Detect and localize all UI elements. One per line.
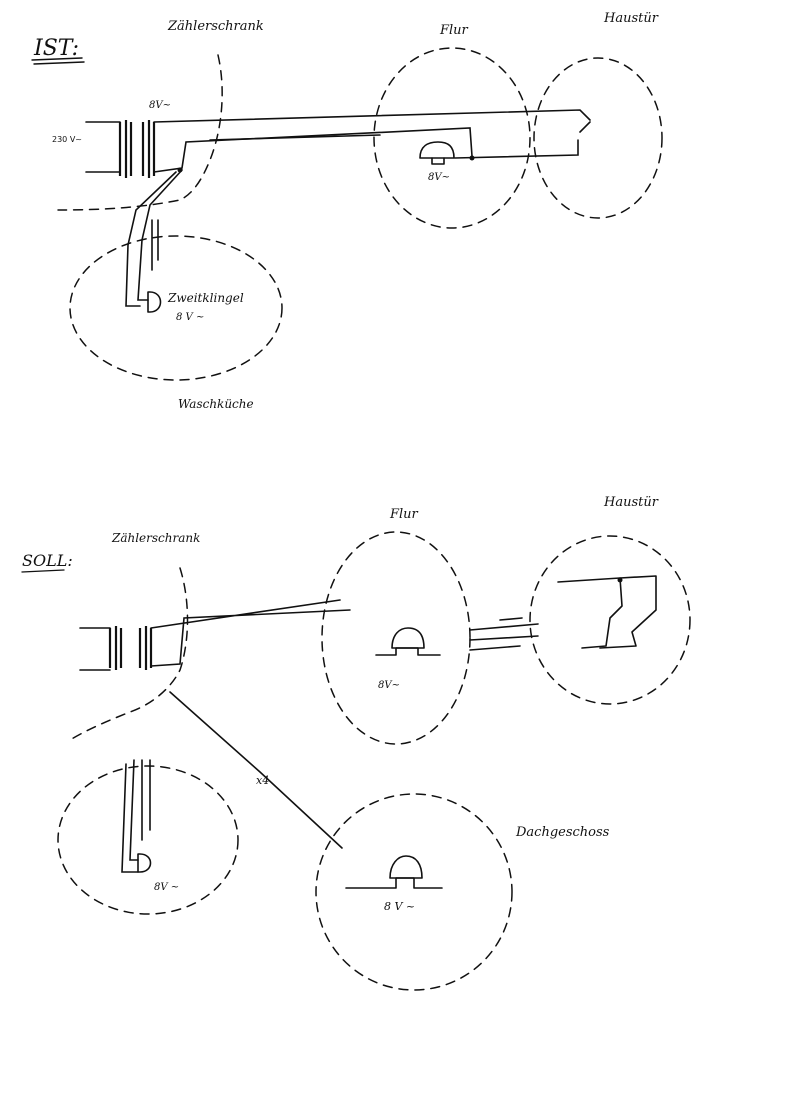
ist-heading-underline	[31, 57, 85, 65]
soll-laundry-bell-voltage-label: 8V ~	[154, 882, 179, 893]
ist-hall-bell-voltage-label: 8V~	[428, 172, 450, 183]
bell-icon	[147, 291, 162, 313]
ist-second-bell-voltage-label: 8 V ~	[176, 312, 204, 323]
soll-hallway-label: Flur	[389, 507, 419, 522]
ist-wire-to-laundry-b	[125, 171, 177, 307]
soll-cable-to-door	[469, 617, 539, 651]
ist-hallway-boundary	[373, 47, 531, 229]
bell-icon	[137, 853, 152, 873]
ist-section: IST: Zählerschrank 230 V~ 8V~ Flur 8V~ H…	[31, 11, 663, 411]
ist-secondary-wire-bottom	[153, 127, 473, 173]
bell-icon	[345, 855, 443, 889]
soll-section: SOLL: Zählerschrank Flur 8V~ Haustür	[21, 495, 691, 991]
soll-hall-bell-voltage-label: 8V~	[378, 680, 400, 691]
soll-meter-cabinet-label: Zählerschrank	[111, 531, 200, 545]
ist-laundry-label: Waschküche	[178, 397, 254, 411]
ist-secondary-voltage-label: 8V~	[149, 100, 171, 111]
soll-heading: SOLL:	[22, 551, 73, 570]
ist-laundry-boundary	[69, 235, 283, 381]
ist-hallway-label: Flur	[439, 23, 469, 38]
ist-second-bell-label: Zweitklingel	[167, 291, 244, 305]
ist-primary-voltage-label: 230 V~	[52, 135, 82, 144]
push-button-icon	[557, 575, 657, 649]
soll-primary-wires	[79, 627, 111, 671]
soll-front-door-label: Haustür	[603, 495, 659, 510]
soll-front-door-boundary	[529, 535, 691, 705]
ist-meter-cabinet-label: Zählerschrank	[167, 19, 264, 34]
ist-wire-to-door	[454, 139, 579, 159]
ist-primary-wires	[85, 121, 121, 173]
push-button-icon	[579, 121, 591, 133]
bell-icon	[375, 627, 441, 656]
soll-hallway-boundary	[321, 531, 471, 745]
bell-icon	[419, 141, 455, 165]
transformer-icon	[108, 626, 153, 670]
soll-meter-cabinet-boundary	[69, 567, 189, 741]
soll-new-cable-marking: x4	[256, 774, 269, 787]
ist-meter-cabinet-boundary	[57, 54, 223, 211]
ist-wire-mid	[209, 134, 381, 141]
ist-wire-to-laundry-c	[151, 219, 159, 271]
soll-attic-bell-voltage-label: 8 V ~	[384, 900, 415, 913]
soll-attic-boundary	[315, 793, 513, 991]
soll-heading-underline	[21, 569, 65, 573]
transformer-icon	[118, 120, 156, 178]
soll-attic-label: Dachgeschoss	[515, 825, 610, 840]
ist-front-door-label: Haustür	[603, 11, 659, 26]
soll-wires-to-laundry	[121, 759, 151, 873]
soll-laundry-boundary	[57, 765, 239, 915]
ist-junction-hall	[469, 155, 475, 161]
soll-new-cable-to-attic	[169, 691, 343, 849]
ist-heading: IST:	[33, 36, 79, 61]
ist-wire-to-laundry-a	[137, 169, 183, 301]
ist-secondary-wire-top	[153, 109, 591, 123]
ist-junction-cabinet	[177, 167, 183, 173]
soll-cable-to-hallway	[150, 599, 351, 667]
ist-front-door-boundary	[533, 57, 663, 219]
